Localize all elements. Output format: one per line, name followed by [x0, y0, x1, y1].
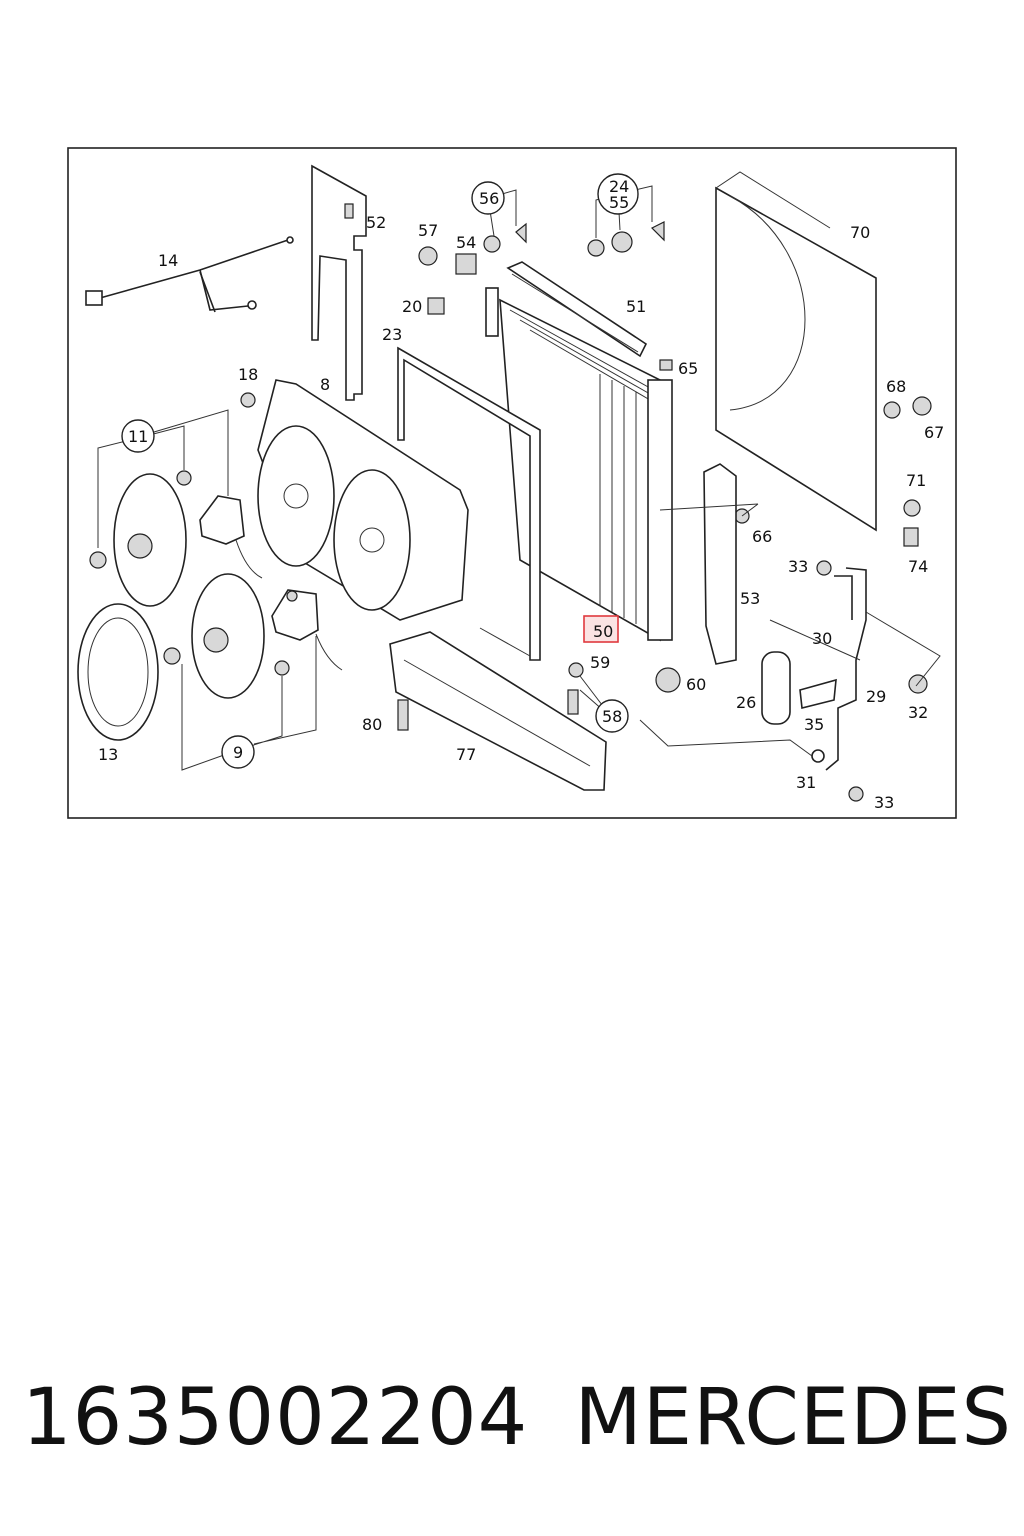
label-57: 57 [418, 221, 438, 240]
label-68: 68 [886, 377, 906, 396]
label-70: 70 [850, 223, 870, 242]
leader-lines [97, 185, 941, 771]
label-53: 53 [740, 589, 760, 608]
callout-circles [121, 173, 639, 769]
label-32: 32 [908, 703, 928, 722]
part-70-fan-shroud [715, 171, 877, 532]
part-13-fan-guard [77, 603, 159, 741]
part-motor-lower [271, 589, 343, 671]
part-51-seal-strip [506, 261, 648, 358]
label-66: 66 [752, 527, 772, 546]
label-80: 80 [362, 715, 382, 734]
part-29-ac-line [825, 567, 867, 771]
label-33-bottom: 33 [874, 793, 894, 812]
label-30: 30 [812, 629, 832, 648]
label-74: 74 [908, 557, 928, 576]
label-58: 58 [602, 707, 622, 726]
label-33-top: 33 [788, 557, 808, 576]
part-52-bracket [311, 164, 367, 401]
part-number: 1635002204 [22, 1373, 529, 1463]
highlight-box-50 [583, 615, 619, 643]
label-52: 52 [366, 213, 386, 232]
label-8: 8 [320, 375, 330, 394]
label-55: 55 [609, 193, 629, 212]
part-8-fan-housing [257, 379, 469, 621]
label-20: 20 [402, 297, 422, 316]
label-59: 59 [590, 653, 610, 672]
label-29: 29 [866, 687, 886, 706]
brand-name: MERCEDES [574, 1373, 1012, 1463]
part-26-receiver-drier [761, 619, 861, 725]
label-11: 11 [128, 427, 148, 446]
label-14: 14 [158, 251, 178, 270]
label-71: 71 [906, 471, 926, 490]
label-65: 65 [678, 359, 698, 378]
label-31: 31 [796, 773, 816, 792]
label-60: 60 [686, 675, 706, 694]
label-56: 56 [479, 189, 499, 208]
label-54: 54 [456, 233, 476, 252]
label-13: 13 [98, 745, 118, 764]
label-18: 18 [238, 365, 258, 384]
part-motor-upper [199, 495, 263, 579]
part-53-bracket [703, 463, 737, 665]
label-35: 35 [804, 715, 824, 734]
part-11-fan-blade [113, 473, 187, 607]
label-26: 26 [736, 693, 756, 712]
label-77: 77 [456, 745, 476, 764]
part-9-fan-blade [191, 573, 265, 699]
label-23: 23 [382, 325, 402, 344]
label-67: 67 [924, 423, 944, 442]
label-50: 50 [593, 622, 613, 641]
part-14-wiring-harness [85, 236, 294, 313]
label-51: 51 [626, 297, 646, 316]
part-35-bracket [799, 678, 837, 709]
footer: 1635002204 MERCEDES [22, 1368, 1012, 1468]
fasteners [89, 221, 932, 802]
label-9: 9 [233, 743, 243, 762]
part-77-air-deflector [389, 631, 607, 791]
label-24: 24 [609, 177, 629, 196]
part-23-radiator-frame [397, 346, 541, 661]
